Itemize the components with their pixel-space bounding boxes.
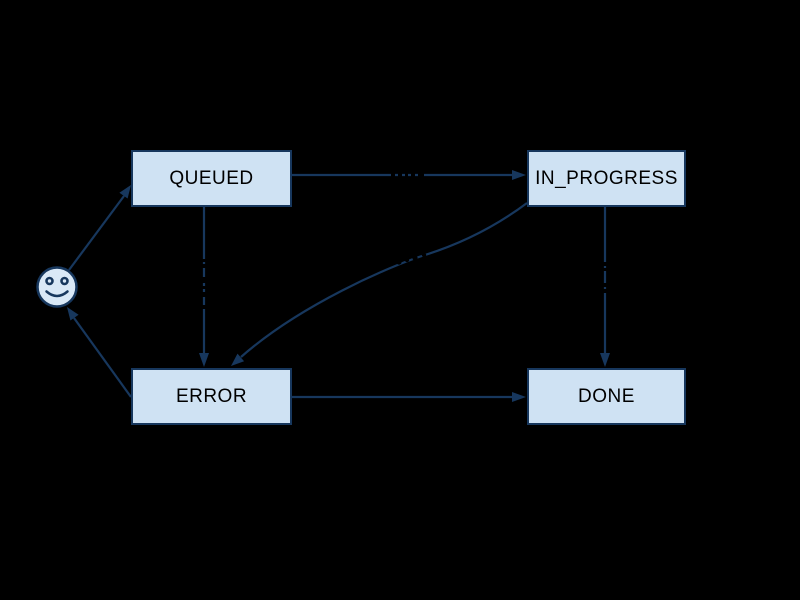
edge-queued-to-inprogress xyxy=(292,170,526,180)
state-label-in-progress: IN_PROGRESS xyxy=(535,167,678,189)
edge-start-to-queued xyxy=(68,185,131,271)
edge-inprogress-to-done xyxy=(600,207,610,367)
state-node-error: ERROR xyxy=(131,368,292,425)
state-node-done: DONE xyxy=(527,368,686,425)
state-node-queued: QUEUED xyxy=(131,150,292,207)
state-label-done: DONE xyxy=(578,385,635,407)
edge-error-to-start xyxy=(67,307,132,398)
edge-error-to-done xyxy=(292,392,526,402)
state-node-in-progress: IN_PROGRESS xyxy=(527,150,686,207)
state-label-queued: QUEUED xyxy=(169,167,254,189)
smiley-face-icon xyxy=(36,266,78,308)
state-label-error: ERROR xyxy=(175,385,248,407)
edge-inprogress-to-error xyxy=(231,202,528,366)
edge-label-artifacts xyxy=(197,169,612,309)
